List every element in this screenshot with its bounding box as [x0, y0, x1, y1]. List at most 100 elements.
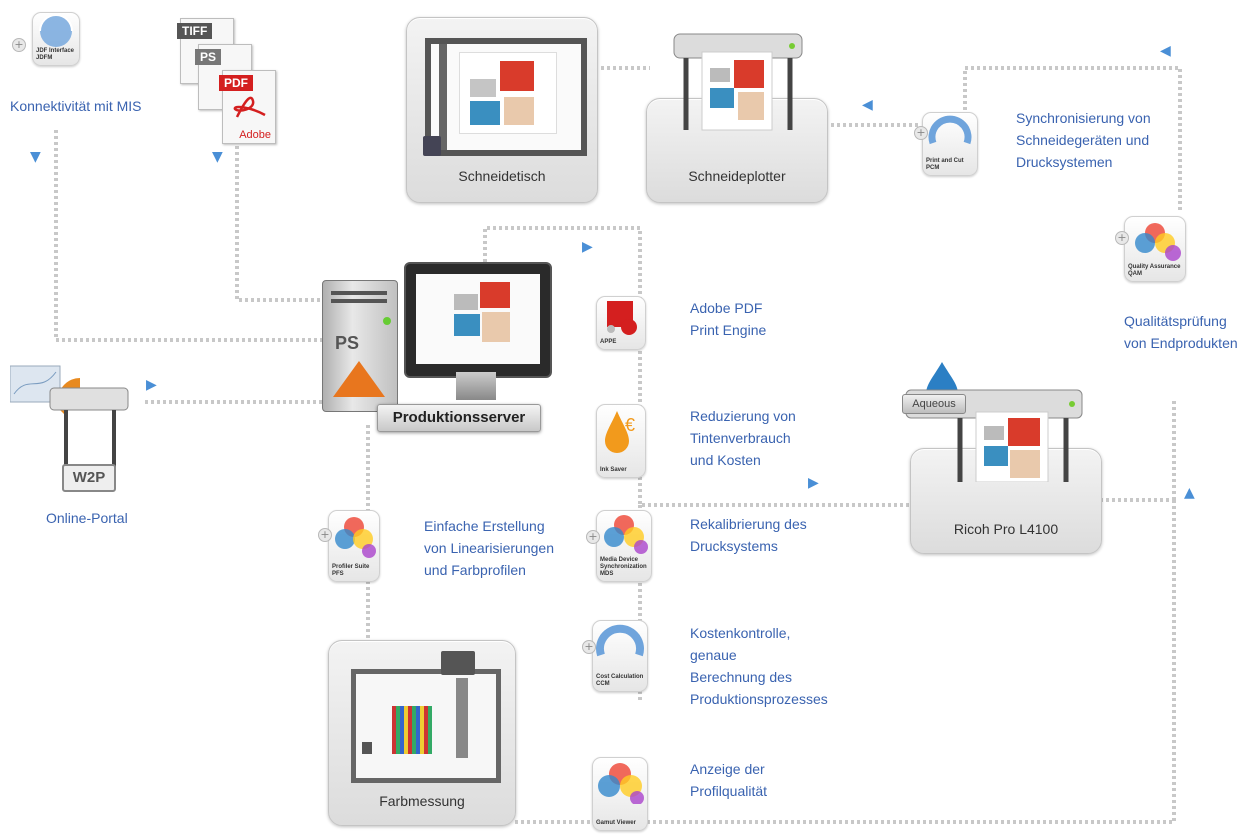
arrow-down-mis-icon: ▼ — [30, 149, 41, 165]
ccm-line-3: Berechnung des — [690, 669, 792, 685]
profiler-caption: Profiler Suite PFS — [332, 564, 370, 577]
server-triangle-icon — [333, 361, 385, 397]
server-monitor — [404, 262, 552, 378]
ink-saver-caption: Ink Saver — [600, 467, 627, 473]
cut-table-icon — [425, 38, 587, 156]
arrow-left-top-icon: ◀ — [1160, 43, 1171, 59]
profiler-plus-icon: + — [318, 528, 332, 542]
profiler-colorwheel-icon — [335, 517, 376, 558]
cut-table-label: Schneidetisch — [458, 168, 546, 184]
adobe-logo-icon — [233, 96, 266, 118]
gamut-line-2: Profilqualität — [690, 783, 768, 799]
gamut-label: Anzeige der Profilqualität — [690, 758, 767, 802]
online-portal-icon — [10, 365, 129, 484]
arrow-up-right-icon: ▲ — [1184, 485, 1195, 501]
arrow-left-pcm-icon: ◀ — [862, 97, 873, 113]
monitor-stand — [456, 372, 496, 400]
pdf-file-icon: PDF Adobe — [219, 70, 276, 144]
monitor-screen — [416, 274, 540, 364]
apdf-label: Adobe PDF Print Engine — [690, 297, 766, 341]
server-power-icon — [383, 317, 391, 325]
pcm-caption: Print and Cut PCM — [926, 158, 964, 171]
ink-saver-module: € Ink Saver — [596, 404, 646, 478]
server-tower: PS — [322, 280, 398, 412]
connector-mis — [54, 130, 330, 342]
ink-label: Reduzierung von Tintenverbrauch und Kost… — [690, 405, 796, 471]
apps-shapes-icon — [607, 301, 637, 335]
server-label: Produktionsserver — [377, 404, 541, 432]
ccm-caption: Cost Calculation CCM — [596, 674, 644, 687]
ricoh-printer-icon — [905, 362, 1083, 482]
ccm-line-2: genaue — [690, 647, 737, 663]
cut-plotter-label: Schneideplotter — [688, 168, 786, 184]
jdf-module: JDF Interface JDFM — [32, 12, 80, 66]
ink-drop-icon: € — [605, 411, 635, 453]
cut-table-handle — [423, 136, 441, 156]
cut-table-box: Schneidetisch — [406, 17, 598, 203]
ccm-label: Kostenkontrolle, genaue Berechnung des P… — [690, 622, 828, 710]
adobe-text: Adobe — [239, 129, 271, 141]
qa-module: Quality Assurance QAM — [1124, 216, 1186, 282]
pcm-swirl-icon — [928, 115, 972, 145]
qa-colorwheel-icon — [1135, 223, 1181, 261]
mds-line-2: Drucksystems — [690, 538, 778, 554]
profiler-line-2: von Linearisierungen — [424, 540, 554, 556]
pdf-tag: PDF — [219, 75, 253, 91]
color-measure-label: Farbmessung — [379, 793, 465, 809]
ccm-module: Cost Calculation CCM — [592, 620, 648, 692]
ricoh-label: Ricoh Pro L4100 — [953, 521, 1059, 537]
sync-line-2: Schneidegeräten und — [1016, 132, 1150, 148]
apps-caption: APPE — [600, 339, 617, 345]
apps-module: APPE — [596, 296, 646, 350]
apdf-line-2: Print Engine — [690, 322, 767, 338]
ccm-line-4: Produktionsprozesses — [690, 691, 828, 707]
sync-label: Synchronisierung von Schneidegeräten und… — [1016, 107, 1151, 173]
svg-text:€: € — [625, 415, 635, 435]
aqueous-badge: Aqueous — [902, 394, 966, 414]
jdf-caption: JDF Interface JDFM — [36, 48, 75, 61]
sync-line-1: Synchronisierung von — [1016, 110, 1151, 126]
connector-pcm-qa — [963, 66, 1182, 210]
tiff-tag: TIFF — [177, 23, 213, 39]
mis-label: Konnektivität mit MIS — [10, 98, 142, 114]
ccm-plus-icon: + — [582, 640, 596, 654]
jdf-globe-icon — [39, 14, 73, 47]
ink-line-3: und Kosten — [690, 452, 761, 468]
color-measure-box: Farbmessung — [328, 640, 516, 826]
profiler-module: Profiler Suite PFS — [328, 510, 380, 582]
mds-caption: Media Device Synchronization MDS — [600, 557, 647, 577]
gamut-line-1: Anzeige der — [690, 761, 765, 777]
ccm-line-1: Kostenkontrolle, — [690, 625, 791, 641]
ink-line-1: Reduzierung von — [690, 408, 796, 424]
profiler-line-3: und Farbprofilen — [424, 562, 526, 578]
sync-line-3: Drucksystemen — [1016, 154, 1113, 170]
qa-line-1: Qualitätsprüfung — [1124, 313, 1227, 329]
arrow-right-ricoh-icon: ▶ — [808, 475, 819, 491]
apdf-line-1: Adobe PDF — [690, 300, 763, 316]
qa-caption: Quality Assurance QAM — [1128, 264, 1181, 277]
mds-plus-icon: + — [586, 530, 600, 544]
mds-line-1: Rekalibrierung des — [690, 516, 807, 532]
ccm-swirl-icon — [596, 624, 644, 657]
connector-server-modules — [483, 226, 910, 507]
pcm-plus-icon: + — [914, 126, 928, 140]
color-measure-icon — [351, 669, 501, 783]
w2p-label: W2P — [62, 464, 116, 492]
server-tower-label: PS — [335, 333, 360, 353]
mds-colorwheel-icon — [604, 515, 648, 554]
gamut-caption: Gamut Viewer — [596, 820, 636, 826]
pcm-module: Print and Cut PCM — [922, 112, 978, 176]
cut-plotter-icon — [673, 33, 803, 131]
profiler-label: Einfache Erstellung von Linearisierungen… — [424, 515, 554, 581]
online-portal-label: Online-Portal — [46, 510, 128, 526]
profiler-line-1: Einfache Erstellung — [424, 518, 545, 534]
arrow-right-server-icon: ▶ — [582, 239, 593, 255]
color-chart — [392, 706, 432, 754]
gamut-colorwheel-icon — [598, 763, 644, 804]
qa-label: Qualitätsprüfung von Endprodukten — [1124, 310, 1238, 354]
cut-table-print — [459, 52, 557, 134]
qa-plus-icon: + — [1115, 231, 1129, 245]
ink-line-2: Tintenverbrauch — [690, 430, 791, 446]
gamut-module: Gamut Viewer — [592, 757, 648, 831]
